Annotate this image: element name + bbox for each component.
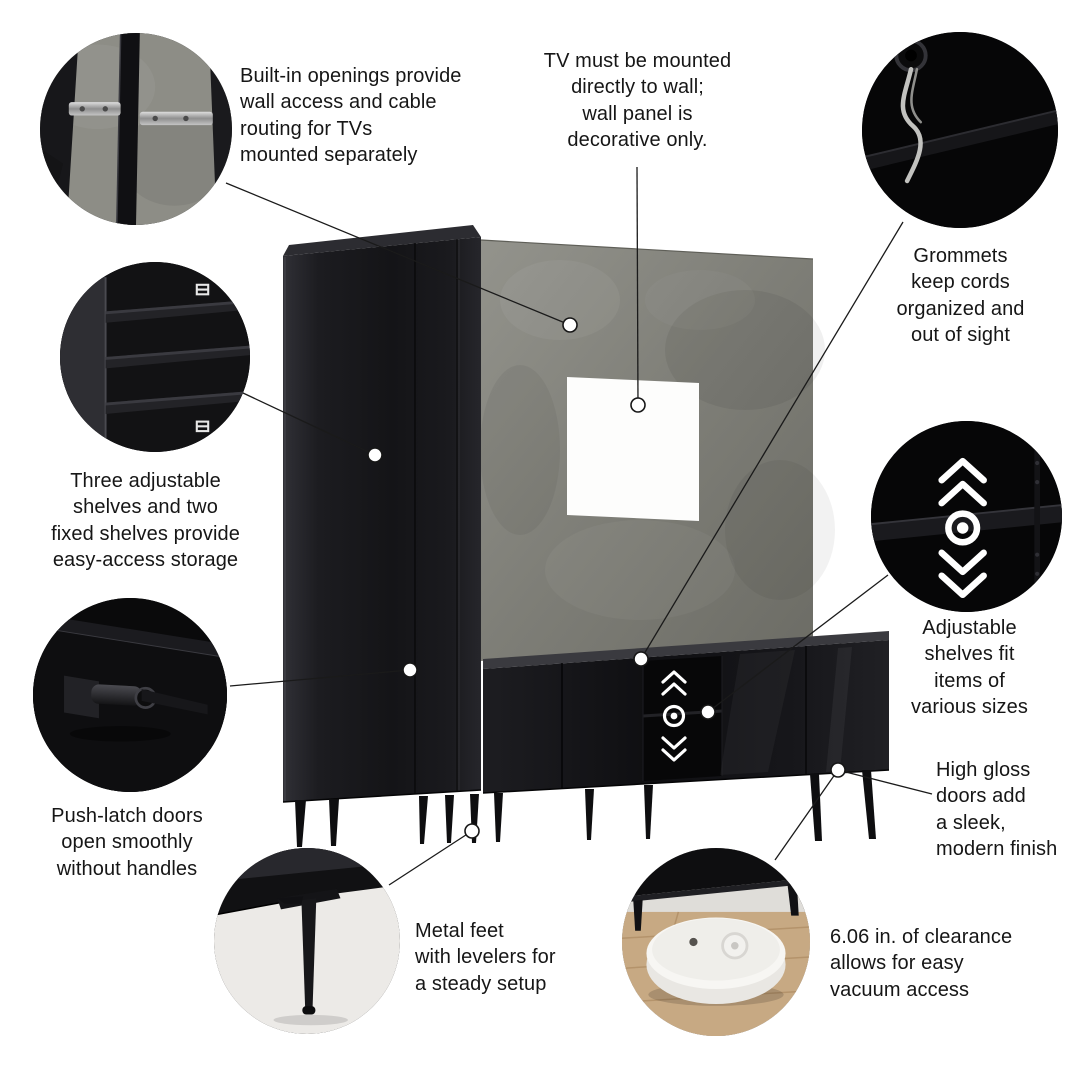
callout-push-latch: Push-latch doors open smoothly without h… [51, 805, 203, 880]
callout-high-gloss: High gloss doors add a sleek, modern fin… [936, 759, 1058, 861]
adjust-arrows-icon [938, 457, 987, 599]
adjustable-arrows-center-dot [670, 712, 678, 720]
connector-dot [464, 823, 480, 839]
leader-metal-feet [388, 830, 473, 886]
connector-dot [367, 447, 383, 463]
callout-clearance: 6.06 in. of clearance allows for easy va… [830, 926, 1013, 1001]
callout-adjustable-shelves: Adjustable shelves fit items of various … [911, 617, 1028, 719]
metal-foot-art [214, 848, 400, 1034]
connector-dot [633, 651, 649, 667]
leader-tv-mounted [636, 166, 639, 406]
detail-circle-metal-foot [214, 848, 400, 1034]
leader-grommets [640, 221, 904, 660]
adjustable-shelf-art [871, 421, 1062, 612]
connector-dot [830, 762, 846, 778]
adjustable-arrows-glyph [661, 670, 687, 762]
detail-circle-vacuum [622, 848, 810, 1036]
callout-tv-mounted: TV must be mounted directly to wall; wal… [543, 50, 732, 152]
tv-console [482, 631, 890, 794]
leader-built-in-openings [225, 182, 571, 326]
leader-clearance [774, 769, 839, 861]
connector-dot [402, 662, 418, 678]
detail-circle-shelves [60, 262, 250, 452]
leader-push-latch [229, 669, 411, 687]
shelf-pin-icons [195, 283, 210, 433]
connector-dot [562, 317, 578, 333]
wall-rails-art [40, 33, 232, 225]
shelves-art [60, 262, 250, 452]
push-latch-art [33, 598, 227, 792]
leader-adjustable-shelves [707, 574, 889, 713]
detail-circle-push-latch [33, 598, 227, 792]
robot-vacuum [646, 917, 786, 1005]
leader-three-shelves [242, 392, 376, 456]
connector-dot [630, 397, 646, 413]
detail-circle-grommet [862, 32, 1058, 228]
callout-grommets: Grommets keep cords organized and out of… [896, 245, 1025, 347]
callout-built-in-openings: Built-in openings provide wall access an… [240, 65, 462, 167]
detail-circle-adjustable-shelf [871, 421, 1062, 612]
tall-cabinet [282, 225, 482, 803]
connector-dot [700, 704, 716, 720]
vacuum-art [622, 848, 810, 1036]
metal-feet [295, 770, 876, 847]
callout-three-shelves: Three adjustable shelves and two fixed s… [51, 470, 240, 572]
tv-cutout [567, 377, 699, 521]
detail-circle-wall-rails [40, 33, 232, 225]
callout-metal-feet: Metal feet with levelers for a steady se… [415, 920, 556, 995]
leader-high-gloss [837, 769, 933, 795]
grommet-art [862, 32, 1058, 228]
